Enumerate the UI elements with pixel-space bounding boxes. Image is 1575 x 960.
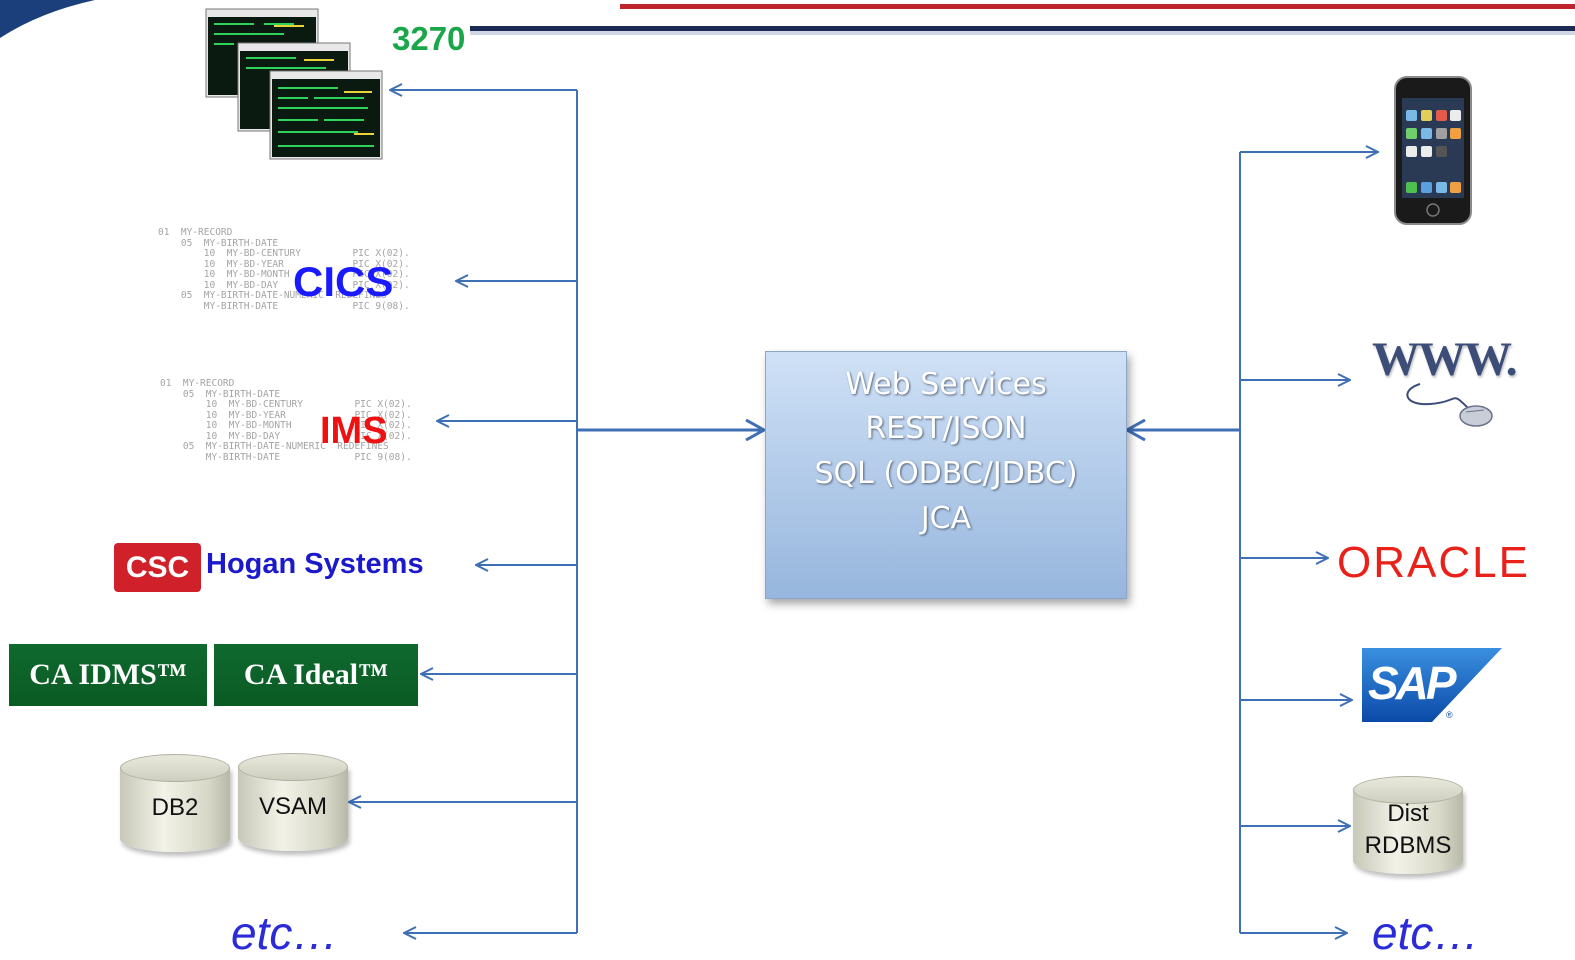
etc-right-label: etc… — [1372, 907, 1480, 959]
service-line-web-services: Web Services — [845, 367, 1047, 402]
cobol-listing-icon: 01 MY-RECORD 05 MY-BIRTH-DATE 10 MY-BD-C… — [160, 378, 412, 463]
mobile-phone-icon — [1394, 76, 1472, 225]
service-line-sql: SQL (ODBC/JDBC) — [814, 456, 1078, 491]
dist-rdbms-label-line1: Dist — [1387, 800, 1429, 827]
csc-logo: CSC — [114, 543, 201, 592]
dist-rdbms-cylinder: Dist RDBMS — [1353, 776, 1463, 874]
dist-rdbms-label-line2: RDBMS — [1364, 832, 1452, 859]
www-logo: WWW. — [1372, 333, 1518, 386]
cics-label: CICS — [293, 258, 394, 305]
ca-idms-logo: CA IDMS™ — [9, 644, 207, 706]
db2-cylinder: DB2 — [120, 754, 230, 852]
service-line-rest-json: REST/JSON — [865, 411, 1027, 446]
ca-ideal-logo: CA Ideal™ — [214, 644, 418, 706]
service-line-jca: JCA — [920, 501, 972, 536]
vsam-cylinder: VSAM — [238, 753, 348, 851]
header-banner — [0, 0, 1575, 38]
etc-left-label: etc… — [231, 907, 339, 959]
svg-text:®: ® — [1446, 710, 1453, 720]
oracle-logo: ORACLE — [1337, 538, 1530, 587]
ims-label: IMS — [320, 410, 388, 452]
terminal-screens-icon — [205, 8, 383, 160]
vsam-label: VSAM — [258, 793, 327, 820]
mouse-icon — [1406, 383, 1493, 427]
db2-label: DB2 — [151, 794, 199, 821]
integration-services-box: Web Services REST/JSON SQL (ODBC/JDBC) J… — [765, 351, 1127, 599]
sap-label: SAP — [1368, 657, 1457, 709]
sap-logo: ® SAP — [1362, 648, 1502, 722]
hogan-systems-label: Hogan Systems — [206, 548, 424, 580]
terminal-3270-label: 3270 — [392, 20, 466, 57]
cobol-listing-icon: 01 MY-RECORD 05 MY-BIRTH-DATE 10 MY-BD-C… — [158, 227, 410, 312]
